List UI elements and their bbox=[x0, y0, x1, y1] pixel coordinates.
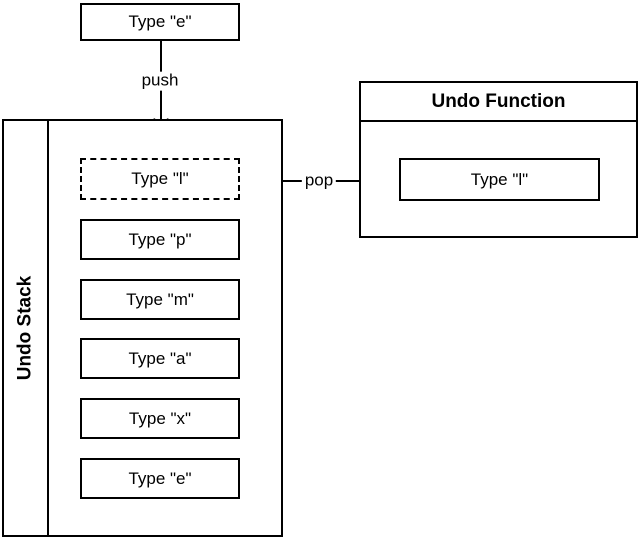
stack-item-label: Type "l" bbox=[131, 169, 189, 188]
stack-item: Type "e" bbox=[80, 458, 240, 499]
pushed-item-box: Type "e" bbox=[80, 3, 240, 41]
undo-function-title: Undo Function bbox=[431, 90, 566, 112]
undo-function-item-label: Type "l" bbox=[470, 169, 529, 189]
stack-item-label: Type "a" bbox=[128, 348, 192, 368]
undo-stack-title: Undo Stack bbox=[14, 275, 36, 381]
stack-item-label: Type "p" bbox=[128, 229, 192, 249]
push-arrow-label: push bbox=[138, 71, 182, 91]
pushed-item-label: Type "e" bbox=[128, 12, 192, 31]
stack-item: Type "p" bbox=[80, 219, 240, 260]
pop-arrow-label: pop bbox=[301, 171, 337, 191]
stack-item-label: Type "m" bbox=[126, 289, 194, 309]
undo-stack-sidebar: Undo Stack bbox=[4, 121, 49, 535]
stack-item-label: Type "e" bbox=[128, 468, 192, 488]
stack-item-popped: Type "l" bbox=[80, 158, 240, 200]
stack-item-label: Type "x" bbox=[128, 408, 192, 428]
undo-function-header: Undo Function bbox=[361, 83, 636, 122]
stack-item: Type "m" bbox=[80, 279, 240, 320]
stack-item: Type "a" bbox=[80, 338, 240, 379]
undo-function-item-box: Type "l" bbox=[399, 158, 600, 201]
stack-item: Type "x" bbox=[80, 398, 240, 439]
